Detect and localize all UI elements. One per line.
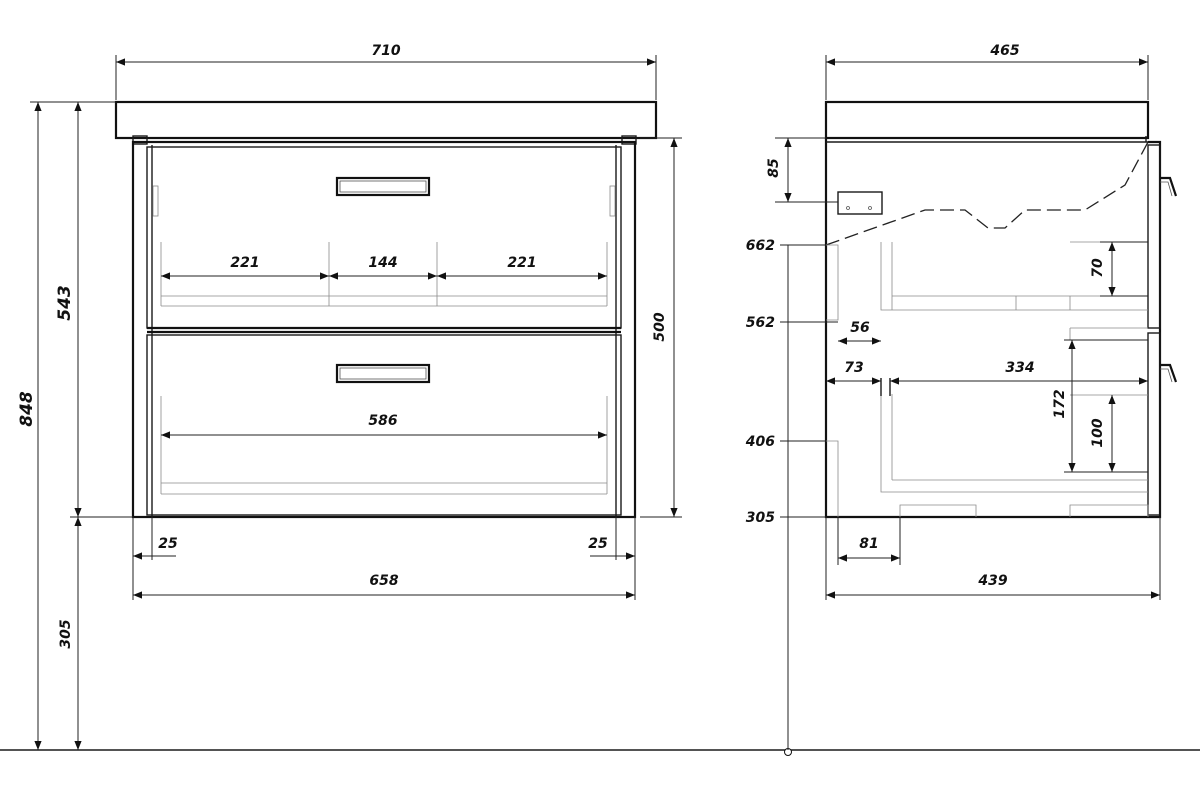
level-406: 406: [745, 434, 775, 450]
level-562: 562: [746, 315, 775, 331]
side-bottom-drawer-front: [1147, 332, 1161, 516]
level-305: 305: [746, 510, 775, 526]
side-top-drawer-front: [1147, 144, 1161, 329]
dim-cabinet-depth-439: 439: [977, 573, 1007, 589]
side-top-handle: [1160, 176, 1178, 197]
front-top-handle: [335, 176, 431, 197]
front-carcass: [131, 140, 637, 519]
front-bottom-drawer: [146, 334, 622, 516]
front-bottom-handle: [335, 363, 431, 384]
dim-side-depth-465: 465: [989, 43, 1019, 59]
dim-drawer-depth-334: 334: [1005, 360, 1034, 376]
dim-cabinet-height-500: 500: [652, 312, 668, 341]
front-bracket-right: [621, 135, 637, 145]
dim-total-height-848: 848: [17, 391, 37, 427]
dim-drawer-middle-144: 144: [368, 255, 397, 271]
front-top-drawer: [146, 146, 622, 329]
dim-side-offset-73: 73: [844, 360, 863, 376]
dim-side-left-25: 25: [158, 536, 178, 552]
dim-side-offset-85: 85: [766, 158, 782, 178]
front-view: 710 848 543 305 500 221 144 221 586: [17, 43, 682, 750]
dim-top-drawer-height-70: 70: [1090, 258, 1106, 278]
dim-bottom-drawer-height-100: 100: [1090, 418, 1106, 447]
dim-side-offset-56: 56: [850, 320, 870, 336]
siphon-outline: [825, 141, 1149, 246]
side-countertop: [824, 100, 1150, 140]
front-bracket-left: [132, 135, 148, 145]
side-view: 465 85 662 562 406 305 56 73 334 7: [745, 43, 1178, 750]
dim-top-height-543: 543: [55, 285, 75, 321]
dim-bottom-front-height-172: 172: [1052, 389, 1068, 418]
water-inlet-box: [837, 191, 883, 215]
dim-drawer-left-221: 221: [230, 255, 259, 271]
level-662: 662: [746, 238, 775, 254]
dim-floor-gap-305: 305: [58, 619, 74, 648]
dim-drawer-right-221: 221: [507, 255, 536, 271]
dim-bottom-drawer-586: 586: [368, 413, 397, 429]
front-countertop: [114, 100, 658, 140]
dim-foot-offset-81: 81: [859, 536, 878, 552]
side-bottom-handle: [1160, 363, 1178, 383]
dim-side-right-25: 25: [588, 536, 608, 552]
dim-cabinet-width-658: 658: [369, 573, 398, 589]
dim-front-width-710: 710: [371, 43, 400, 59]
